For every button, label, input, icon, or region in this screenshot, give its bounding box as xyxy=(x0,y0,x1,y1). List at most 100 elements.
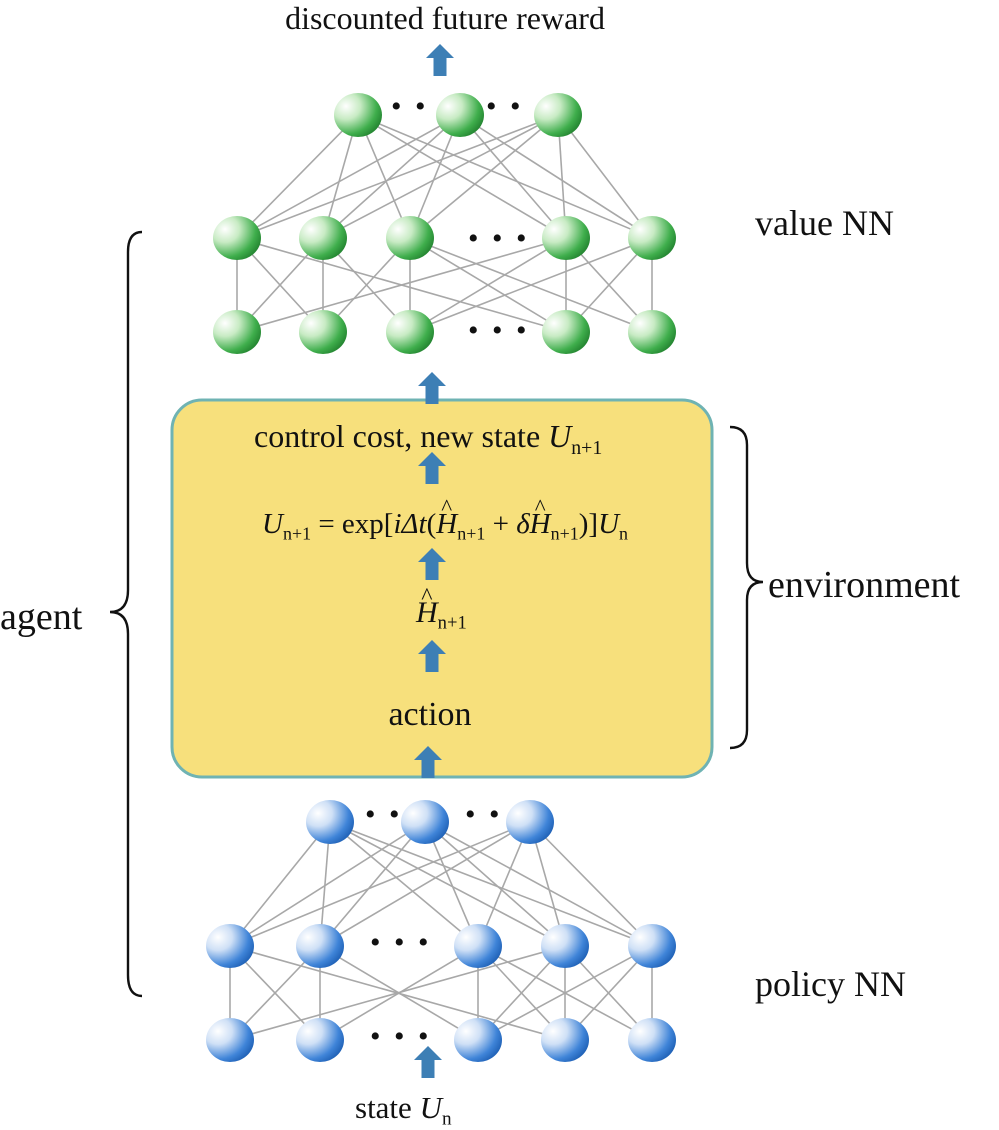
value-hidden-node-1 xyxy=(299,216,347,260)
flow-arrows xyxy=(414,44,454,1078)
eq-lhs: U xyxy=(262,508,283,540)
policy-top-ellipsis-2: • • xyxy=(465,798,503,831)
eq-H1: H xyxy=(436,510,457,539)
value-mid-bot-edge-4-2 xyxy=(409,237,653,333)
control-cost-label: control cost, new state xyxy=(254,418,541,454)
value-top-mid-edge-0-4 xyxy=(357,114,653,239)
value-hidden-node-3 xyxy=(542,216,590,260)
policy-mid-bot-edge-4-2 xyxy=(477,945,653,1041)
control-cost-text: control cost, new state Un+1 xyxy=(254,420,602,459)
state-sub: n xyxy=(441,1108,452,1130)
policy-output-node-1 xyxy=(401,800,449,844)
action-arrow xyxy=(414,746,442,778)
state-text: state Un xyxy=(355,1092,452,1129)
value-bottom-ellipsis: • • • xyxy=(468,314,530,347)
eq-H2-sub: n+1 xyxy=(550,523,579,544)
eq-open: ( xyxy=(426,508,437,540)
value-top-mid-edge-1-3 xyxy=(459,114,567,239)
hamiltonian-H: H xyxy=(416,598,438,628)
policy-input-node-1 xyxy=(296,1018,344,1062)
value-input-node-3 xyxy=(542,310,590,354)
value-top-mid-edge-2-1 xyxy=(322,114,559,239)
policy-top-mid-edge-1-4 xyxy=(424,821,653,947)
new-state-symbol: Un+1 xyxy=(548,418,602,458)
policy-hidden-node-1 xyxy=(296,924,344,968)
value-top-ellipsis-1: • • xyxy=(391,90,429,123)
hamiltonian-text: Hn+1 xyxy=(416,598,467,633)
state-U: U xyxy=(419,1090,442,1125)
state-label: state xyxy=(355,1090,412,1125)
value-hidden-node-2 xyxy=(386,216,434,260)
value-top-mid-edge-2-4 xyxy=(557,114,653,239)
policy-top-mid-edge-2-0 xyxy=(229,821,531,947)
equation-arrow xyxy=(418,548,446,580)
eq-delta-t: Δt xyxy=(401,508,427,540)
state-arrow xyxy=(414,1046,442,1078)
policy-top-mid-edge-2-2 xyxy=(477,821,531,947)
value-output-node-0 xyxy=(334,93,382,137)
policy-nn-label: policy NN xyxy=(755,964,906,1004)
policy-top-mid-edge-0-0 xyxy=(229,821,331,947)
agent-label: agent xyxy=(0,596,83,638)
eq-close: )] xyxy=(578,508,599,540)
policy-input-node-0 xyxy=(206,1018,254,1062)
value-nn-label: value NN xyxy=(755,203,894,243)
hamiltonian-sub: n+1 xyxy=(437,612,467,634)
value-top-mid-edge-1-0 xyxy=(236,114,461,239)
evolution-equation: Un+1 = exp[iΔt(Hn+1 + δHn+1)]Un xyxy=(262,508,628,544)
value-top-ellipsis-2: • • xyxy=(486,90,524,123)
value-hidden-node-0 xyxy=(213,216,261,260)
policy-input-node-4 xyxy=(628,1018,676,1062)
eq-H1-sub: n+1 xyxy=(457,523,486,544)
value-input-node-2 xyxy=(386,310,434,354)
policy-hidden-node-2 xyxy=(454,924,502,968)
policy-top-mid-edge-1-1 xyxy=(319,821,426,947)
value-top-mid-edge-0-3 xyxy=(357,114,567,239)
environment-brace xyxy=(729,425,764,750)
eq-rhs-sub: n xyxy=(619,523,628,544)
value-output-node-1 xyxy=(436,93,484,137)
policy-top-mid-edge-0-2 xyxy=(329,821,479,947)
policy-top-mid-edge-0-3 xyxy=(329,821,566,947)
value-mid-bot-edge-3-0 xyxy=(236,237,567,333)
policy-top-mid-edge-1-0 xyxy=(229,821,426,947)
value-output-node-2 xyxy=(534,93,582,137)
value-top-mid-edge-1-4 xyxy=(459,114,653,239)
policy-hidden-node-0 xyxy=(206,924,254,968)
eq-i: i xyxy=(393,508,402,540)
policy-top-mid-edge-1-2 xyxy=(424,821,479,947)
agent-brace xyxy=(109,230,143,998)
network-nodes xyxy=(206,93,676,1062)
environment-label: environment xyxy=(768,564,961,606)
value-input-node-4 xyxy=(628,310,676,354)
policy-hidden-node-3 xyxy=(541,924,589,968)
action-label: action xyxy=(388,696,472,733)
eq-H2: H xyxy=(530,510,551,539)
reward-title: discounted future reward xyxy=(285,0,605,36)
eq-lhs-sub: n+1 xyxy=(282,523,312,544)
policy-mid-ellipsis: • • • xyxy=(370,926,432,959)
value-input-arrow xyxy=(418,372,446,404)
value-mid-ellipsis: • • • xyxy=(468,222,530,255)
policy-input-node-3 xyxy=(541,1018,589,1062)
policy-top-ellipsis-1: • • xyxy=(365,798,403,831)
eq-delta: δ xyxy=(516,508,530,540)
value-top-mid-edge-1-1 xyxy=(322,114,461,239)
policy-top-mid-edge-2-1 xyxy=(319,821,531,947)
policy-bottom-ellipsis: • • • xyxy=(370,1020,432,1053)
value-input-node-1 xyxy=(299,310,347,354)
environment-box xyxy=(170,398,714,779)
new-state-sub: n+1 xyxy=(571,436,603,459)
value-mid-bot-edge-3-2 xyxy=(409,237,567,333)
policy-top-mid-edge-2-4 xyxy=(529,821,653,947)
value-hidden-node-4 xyxy=(628,216,676,260)
new-state-U: U xyxy=(548,418,572,454)
reward-arrow xyxy=(426,44,454,76)
value-input-node-0 xyxy=(213,310,261,354)
policy-top-mid-edge-0-4 xyxy=(329,821,653,947)
policy-hidden-node-4 xyxy=(628,924,676,968)
policy-top-mid-edge-1-3 xyxy=(424,821,566,947)
eq-plus: + xyxy=(485,508,517,540)
policy-mid-bot-edge-3-0 xyxy=(229,945,566,1041)
